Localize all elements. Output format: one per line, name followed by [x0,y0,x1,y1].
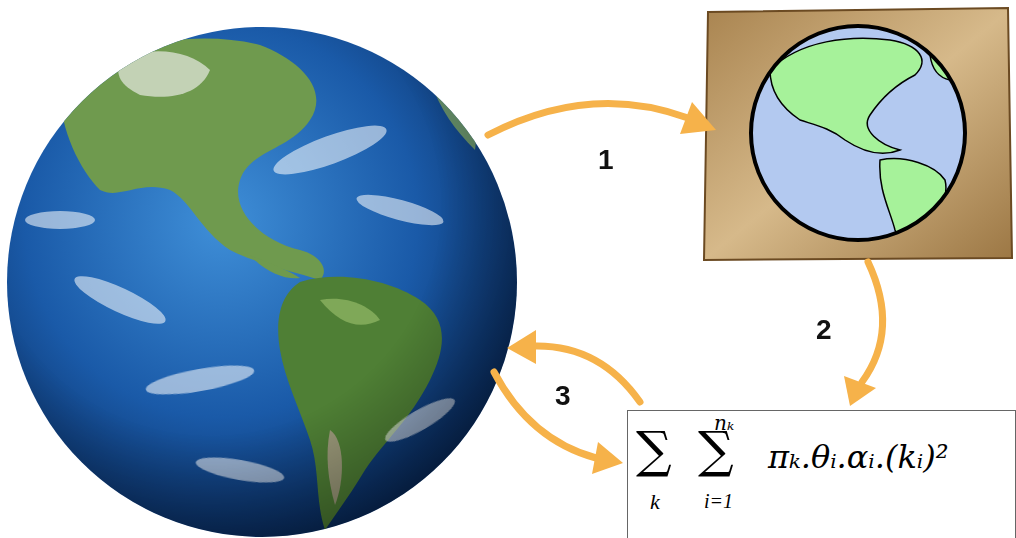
formula-body: πₖ.θᵢ.αᵢ.(kᵢ)² [768,441,949,473]
callout-number: 3 [555,382,571,410]
callout-number: 1 [598,146,614,174]
callout-number: 2 [816,316,832,344]
sum-lower-limit: i=1 [704,491,733,511]
earth-photo [7,27,517,537]
formula-box: ∑k∑nₖi=1πₖ.θᵢ.αᵢ.(kᵢ)² [627,410,1016,538]
sum-index: k [650,491,660,513]
sum-upper-limit: nₖ [714,413,734,433]
sum-symbol: ∑ [636,425,672,475]
arrow [488,103,883,458]
map-drawing [704,8,1012,260]
